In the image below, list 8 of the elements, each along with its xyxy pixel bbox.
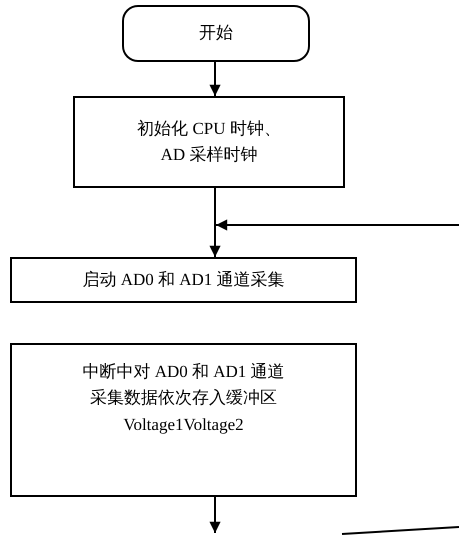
process-box: 启动 AD0 和 AD1 通道采集: [10, 257, 357, 303]
arrow: [209, 62, 221, 96]
process-box: 初始化 CPU 时钟、AD 采样时钟: [73, 96, 345, 188]
arrow: [209, 188, 221, 257]
start-terminal: 开始: [122, 5, 310, 62]
arrow: [216, 219, 459, 231]
arrow: [209, 497, 221, 533]
process-box: 中断中对 AD0 和 AD1 通道采集数据依次存入缓冲区 Voltage1Voltage2: [10, 343, 357, 497]
